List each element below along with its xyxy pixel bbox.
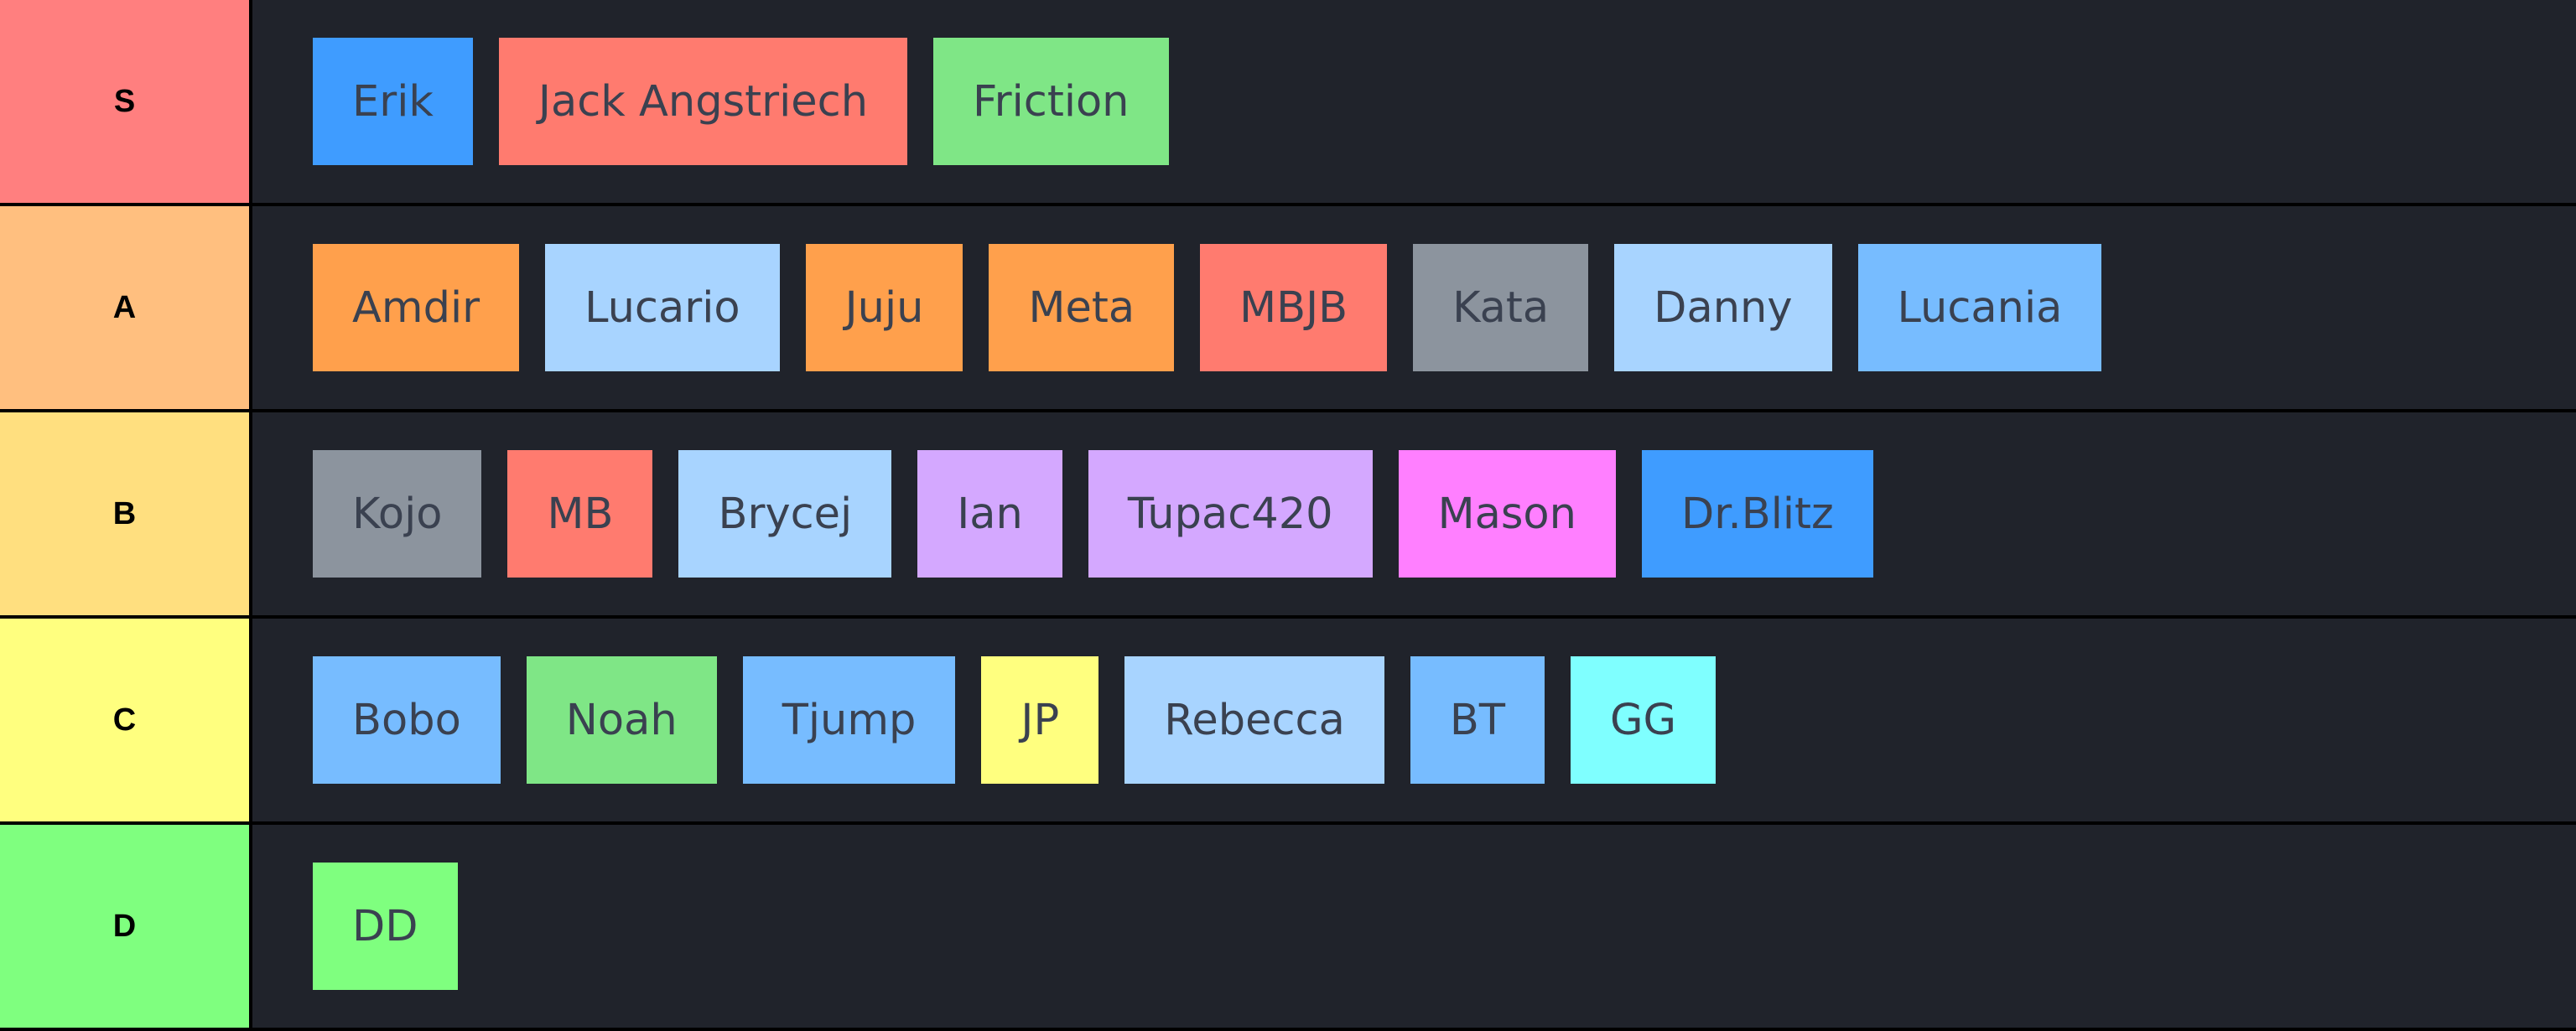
tier-item-kojo[interactable]: Kojo (313, 450, 482, 578)
tier-label-b[interactable]: B (0, 412, 249, 615)
tier-item-amdir[interactable]: Amdir (313, 244, 520, 371)
tier-label-a[interactable]: A (0, 206, 249, 409)
tier-row-s: S Erik Jack Angstriech Friction (0, 0, 2576, 203)
tier-items-d[interactable]: DD (252, 825, 2576, 1028)
tier-row-a: A Amdir Lucario Juju Meta MBJB Kata Dann… (0, 206, 2576, 409)
tier-items-s[interactable]: Erik Jack Angstriech Friction (252, 0, 2576, 203)
tier-item-dd[interactable]: DD (313, 863, 458, 990)
tier-item-tupac420[interactable]: Tupac420 (1088, 450, 1373, 578)
tier-items-c[interactable]: Bobo Noah Tjump JP Rebecca BT GG (252, 619, 2576, 821)
tier-item-lucania[interactable]: Lucania (1857, 244, 2102, 371)
tier-item-rebecca[interactable]: Rebecca (1124, 656, 1384, 784)
tier-label-s[interactable]: S (0, 0, 249, 203)
tier-item-tjump[interactable]: Tjump (742, 656, 956, 784)
tier-item-juju[interactable]: Juju (805, 244, 963, 371)
tier-item-jp[interactable]: JP (981, 656, 1099, 784)
tier-item-gg[interactable]: GG (1570, 656, 1716, 784)
tier-item-brycej[interactable]: Brycej (678, 450, 892, 578)
tier-item-danny[interactable]: Danny (1614, 244, 1832, 371)
tier-item-bobo[interactable]: Bobo (313, 656, 501, 784)
tier-item-bt[interactable]: BT (1410, 656, 1545, 784)
tier-row-c: C Bobo Noah Tjump JP Rebecca BT GG (0, 619, 2576, 821)
tier-label-c[interactable]: C (0, 619, 249, 821)
tier-item-mb[interactable]: MB (507, 450, 653, 578)
tier-items-a[interactable]: Amdir Lucario Juju Meta MBJB Kata Danny … (252, 206, 2576, 409)
tier-item-meta[interactable]: Meta (989, 244, 1175, 371)
tier-item-erik[interactable]: Erik (313, 38, 473, 165)
tier-item-lucario[interactable]: Lucario (545, 244, 780, 371)
tier-item-jack-angstriech[interactable]: Jack Angstriech (498, 38, 908, 165)
tier-row-b: B Kojo MB Brycej Ian Tupac420 Mason Dr.B… (0, 412, 2576, 615)
tier-label-d[interactable]: D (0, 825, 249, 1028)
tier-item-dr-blitz[interactable]: Dr.Blitz (1641, 450, 1873, 578)
tier-row-d: D DD (0, 825, 2576, 1028)
tier-item-mbjb[interactable]: MBJB (1200, 244, 1388, 371)
tier-item-noah[interactable]: Noah (526, 656, 717, 784)
tier-items-b[interactable]: Kojo MB Brycej Ian Tupac420 Mason Dr.Bli… (252, 412, 2576, 615)
tier-item-friction[interactable]: Friction (933, 38, 1169, 165)
tier-item-mason[interactable]: Mason (1398, 450, 1616, 578)
tier-item-kata[interactable]: Kata (1413, 244, 1589, 371)
tier-item-ian[interactable]: Ian (917, 450, 1062, 578)
